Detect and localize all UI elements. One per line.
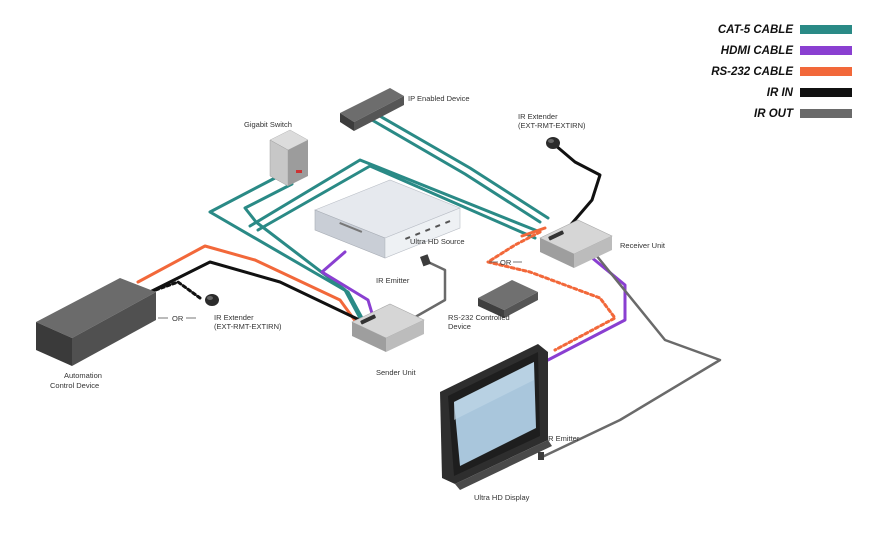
ir-in-cable-left — [148, 260, 372, 327]
ir-extender-left-label-1: IR Extender — [214, 313, 254, 322]
legend-label-hdmi: HDMI CABLE — [721, 45, 794, 57]
cat5-cable-sender-receiver-link — [248, 158, 542, 234]
legend-label-cat5: CAT-5 CABLE — [718, 24, 794, 36]
ir-emitter-mid-label: IR Emitter — [376, 276, 410, 285]
legend: CAT-5 CABLE HDMI CABLE RS-232 CABLE IR I… — [711, 24, 852, 120]
ir-extender-top-label-1: IR Extender — [518, 112, 558, 121]
ir-emitter-mid — [420, 254, 431, 267]
ultra-hd-display — [440, 344, 552, 490]
sender-unit-label: Sender Unit — [376, 368, 417, 377]
ultra-hd-source — [314, 179, 461, 259]
rs232-cable-receiver-dotted — [486, 230, 617, 352]
receiver-unit — [539, 219, 613, 268]
legend-label-rs232: RS-232 CABLE — [711, 66, 793, 78]
rs232-cable-receiver-solid — [520, 226, 547, 238]
ir-in-cable-left-dotted — [148, 280, 202, 300]
automation-label-2: Control Device — [50, 381, 99, 390]
legend-swatch-ir-in — [800, 88, 852, 97]
cat5-cable-switch-to-sender — [208, 176, 364, 320]
ir-out-cable-receiver — [538, 253, 722, 460]
or-left-label: OR — [172, 314, 184, 323]
cat5-cable-ip-to-receiver-2 — [370, 118, 542, 224]
legend-label-ir-out: IR OUT — [754, 108, 794, 120]
uhd-source-label: Ultra HD Source — [410, 237, 465, 246]
rs232-cable-automation-to-sender — [136, 244, 358, 324]
or-right-label: OR — [500, 258, 512, 267]
cat5-cable-ip-to-receiver — [376, 113, 550, 220]
rs232-device-label-1: RS-232 Controlled — [448, 313, 510, 322]
uhd-display-label: Ultra HD Display — [474, 493, 530, 502]
ir-extender-left — [205, 294, 219, 306]
legend-swatch-cat5 — [800, 25, 852, 34]
ir-extender-top-label-2: (EXT-RMT-EXTIRN) — [518, 121, 586, 130]
automation-label-1: Automation — [64, 371, 102, 380]
rs232-device-label-2: Device — [448, 322, 471, 331]
gigabit-switch-label: Gigabit Switch — [244, 120, 292, 129]
ir-extender-top — [546, 137, 560, 149]
receiver-unit-label: Receiver Unit — [620, 241, 666, 250]
cat5-cable-sender-receiver-link-2 — [256, 164, 537, 240]
ip-device-label: IP Enabled Device — [408, 94, 470, 103]
sender-unit — [351, 303, 425, 352]
gigabit-switch — [269, 129, 309, 187]
ir-extender-left-label-2: (EXT-RMT-EXTIRN) — [214, 322, 282, 331]
hdmi-cable-source-to-sender — [320, 250, 376, 322]
ir-in-cable-top — [553, 143, 602, 230]
automation-control-device — [36, 278, 156, 366]
cables — [136, 113, 722, 460]
legend-swatch-ir-out — [800, 109, 852, 118]
rs232-controlled-device — [478, 280, 538, 318]
ir-emitter-bottom — [538, 452, 544, 460]
ir-out-cable-sender — [408, 260, 447, 322]
ir-emitter-bottom-label: IR Emitter — [546, 434, 580, 443]
hdmi-cable-receiver-to-display — [546, 250, 627, 362]
legend-swatch-rs232 — [800, 67, 852, 76]
ip-enabled-device — [340, 88, 404, 131]
legend-swatch-hdmi — [800, 46, 852, 55]
legend-label-ir-in: IR IN — [767, 87, 794, 99]
